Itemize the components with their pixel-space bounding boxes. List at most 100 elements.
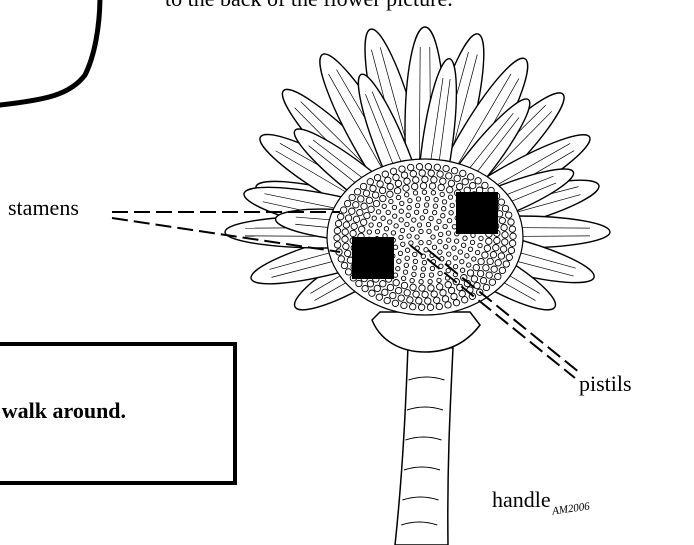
floret [334,242,340,248]
floret [395,287,401,293]
floret [405,193,409,197]
floret [345,215,351,221]
floret [396,266,400,270]
floret [345,269,351,275]
floret [475,178,481,184]
floret [421,267,425,271]
floret [454,175,460,181]
floret [429,183,435,189]
floret [495,260,501,266]
floret [407,234,411,238]
floret [353,202,359,208]
floret [487,258,493,264]
marker-square-pistil [456,192,498,234]
floret [400,228,404,232]
floret [422,190,426,194]
floret [401,276,405,280]
floret [363,190,369,196]
floret [420,183,426,189]
floret [483,284,489,290]
floret [335,220,341,226]
floret [502,232,508,238]
floret [422,291,428,297]
stem [395,345,453,545]
floret [425,298,431,304]
floret [445,302,451,308]
floret [494,237,500,243]
floret [470,240,474,244]
floret [451,293,457,299]
floret [460,268,464,272]
floret [483,265,489,271]
floret [398,295,404,301]
floret [429,273,433,277]
floret [506,212,512,218]
floret [397,259,401,263]
floret [433,204,437,208]
floret [439,232,443,236]
floret [470,182,476,188]
floret [367,179,373,185]
floret [427,304,433,310]
floret [460,259,464,263]
floret [471,276,477,282]
floret [392,300,398,306]
floret [394,188,400,194]
floret [403,185,409,191]
floret [376,294,382,300]
floret [367,230,371,234]
floret [453,300,459,306]
floret [447,218,451,222]
floret [407,297,413,303]
floret [361,219,367,225]
floret [506,254,512,260]
floret [382,204,386,208]
floret [418,304,424,310]
floret [372,216,376,220]
floret [367,281,373,287]
floret [412,218,416,222]
floret [393,214,397,218]
floret [375,229,379,233]
floret [445,282,451,288]
floret [387,183,393,189]
floret [442,296,448,302]
floret [413,252,417,256]
floret [501,224,507,230]
floret [349,208,355,214]
floret [434,226,438,230]
floret [399,166,405,172]
floret [428,170,434,176]
floret [446,173,452,179]
floret [434,197,438,201]
floret [426,222,430,226]
floret [410,304,416,310]
floret [408,198,412,202]
floret [342,236,348,242]
floret [338,214,344,220]
floret [372,192,378,198]
floret [399,218,403,222]
floret [438,271,442,275]
floret [394,224,398,228]
floret [473,264,479,270]
floret [429,216,433,220]
floret [478,258,484,264]
floret [509,240,515,246]
floret [334,228,340,234]
floret [438,184,444,190]
floret [380,195,386,201]
floret [403,270,407,274]
floret [334,235,340,241]
floret [498,199,504,205]
floret [393,174,399,180]
floret [447,252,451,256]
floret [390,168,396,174]
floret [427,229,431,233]
floret [366,197,372,203]
floret [478,243,482,247]
label-stamens: stamens [8,195,79,221]
floret [431,191,435,195]
floret [425,196,429,200]
floret [368,206,374,212]
